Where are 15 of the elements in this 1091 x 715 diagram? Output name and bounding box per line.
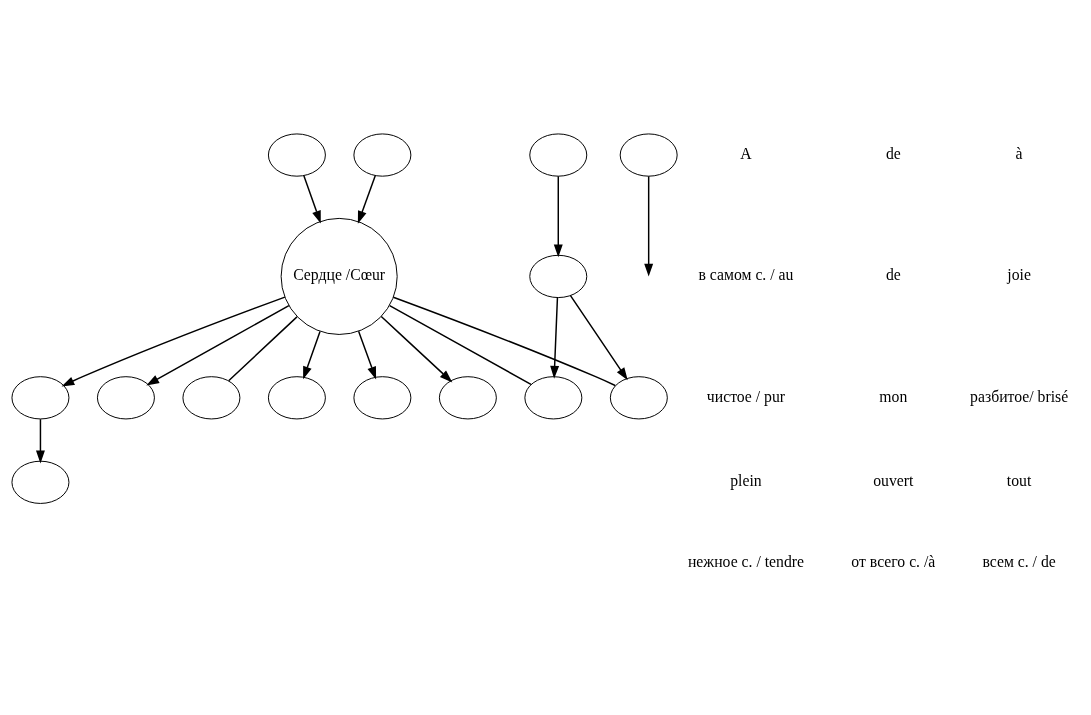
label: чистое / pur bbox=[706, 387, 786, 405]
label: от всего с. /à bbox=[851, 553, 936, 571]
label: разбитое/ brisé bbox=[970, 387, 1069, 405]
label: joie bbox=[1007, 266, 1031, 284]
label: в самом с. / au bbox=[698, 266, 794, 284]
label: de bbox=[885, 144, 901, 162]
label: всем с. / de bbox=[982, 553, 1056, 571]
label: mon bbox=[879, 387, 908, 405]
label: нежное с. / tendre bbox=[687, 553, 804, 571]
label: ouvert bbox=[873, 472, 914, 490]
label: à bbox=[1015, 144, 1023, 162]
label: A bbox=[740, 144, 752, 162]
label: plein bbox=[730, 472, 762, 490]
label: tout bbox=[1006, 472, 1032, 490]
label: de bbox=[885, 266, 901, 284]
